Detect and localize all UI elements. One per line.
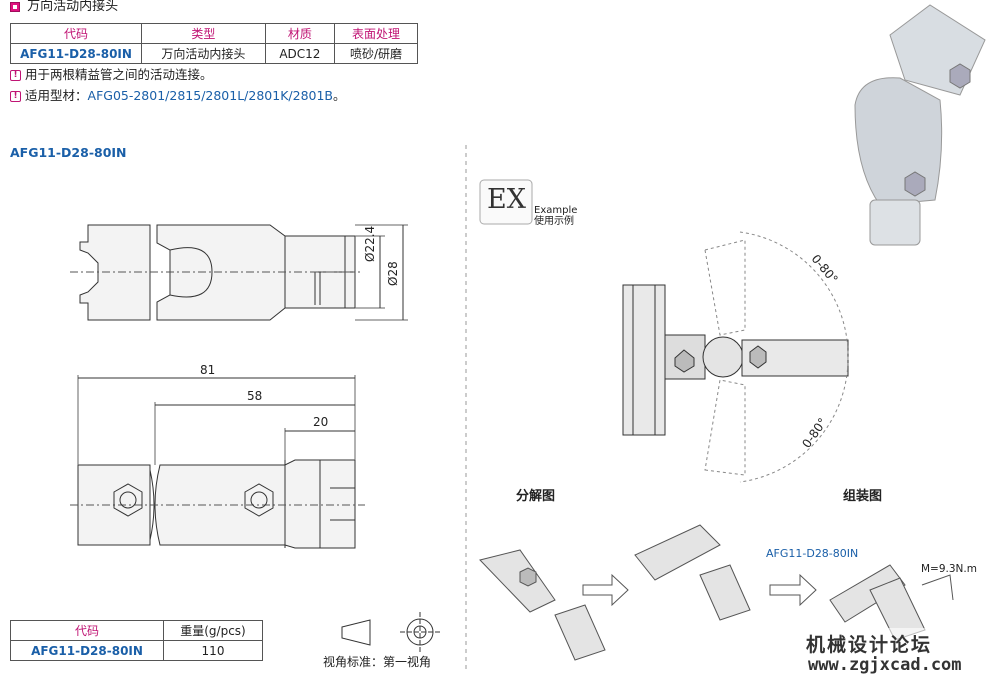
example-en: Example	[534, 205, 578, 216]
weight-code: AFG11-D28-80IN	[10, 640, 164, 661]
table-row: AFG11-D28-80IN 110	[10, 640, 263, 661]
spec-code: AFG11-D28-80IN	[10, 43, 142, 64]
warning-icon: !	[10, 91, 21, 102]
product-photo	[854, 4, 986, 246]
note-profiles-prefix: 适用型材：	[25, 88, 88, 103]
warning-icon: !	[10, 70, 21, 81]
section-marker-icon	[10, 1, 20, 12]
spec-material: ADC12	[264, 43, 335, 64]
weight-table: 代码 重量(g/pcs) AFG11-D28-80IN 110	[10, 620, 263, 661]
example-zh: 使用示例	[534, 216, 574, 227]
spec-header-finish: 表面处理	[333, 23, 419, 44]
note-profiles-suffix: 。	[333, 88, 346, 103]
torque-label: M=9.3N.m	[921, 563, 977, 575]
note-profiles-value: AFG05-2801/2815/2801L/2801K/2801B	[87, 88, 333, 103]
note-usage: ! 用于两根精益管之间的活动连接。	[10, 67, 213, 83]
section-exploded: 分解图	[516, 489, 556, 504]
spec-finish: 喷砂/研磨	[333, 43, 419, 64]
weight-header-weight: 重量(g/pcs)	[163, 620, 263, 641]
page-title: 万向活动内接头	[10, 0, 118, 14]
weight-header-code: 代码	[10, 620, 164, 641]
note-profiles: ! 适用型材：AFG05-2801/2815/2801L/2801K/2801B。	[10, 88, 346, 104]
dim-81: 81	[200, 363, 216, 377]
dim-d28: Ø28	[386, 261, 400, 286]
table-row: AFG11-D28-80IN 万向活动内接头 ADC12 喷砂/研磨	[10, 43, 419, 64]
spec-type: 万向活动内接头	[141, 43, 266, 64]
example-badge-icon	[479, 179, 533, 225]
dim-d22-4: Ø22.4	[363, 225, 377, 262]
spec-header-material: 材质	[264, 23, 335, 44]
drawing-label: AFG11-D28-80IN	[10, 145, 127, 160]
title-text: 万向活动内接头	[27, 0, 119, 14]
watermark-title: 机械设计论坛	[806, 634, 933, 656]
weight-table-header: 代码 重量(g/pcs)	[10, 620, 263, 641]
section-assembled: 组装图	[843, 489, 883, 504]
dim-20: 20	[313, 415, 329, 429]
weight-value: 110	[163, 640, 263, 661]
view-standard-label: 视角标准：第一视角	[323, 655, 432, 669]
example-badge-text: EX	[487, 184, 526, 215]
note-usage-text: 用于两根精益管之间的活动连接。	[25, 67, 213, 82]
dim-58: 58	[247, 389, 263, 403]
example-label: Example 使用示例	[534, 205, 577, 227]
spec-table: 代码 类型 材质 表面处理 AFG11-D28-80IN 万向活动内接头 ADC…	[10, 23, 419, 64]
assembly-part-label: AFG11-D28-80IN	[766, 547, 859, 560]
watermark-url: www.zgjxcad.com	[808, 655, 962, 675]
